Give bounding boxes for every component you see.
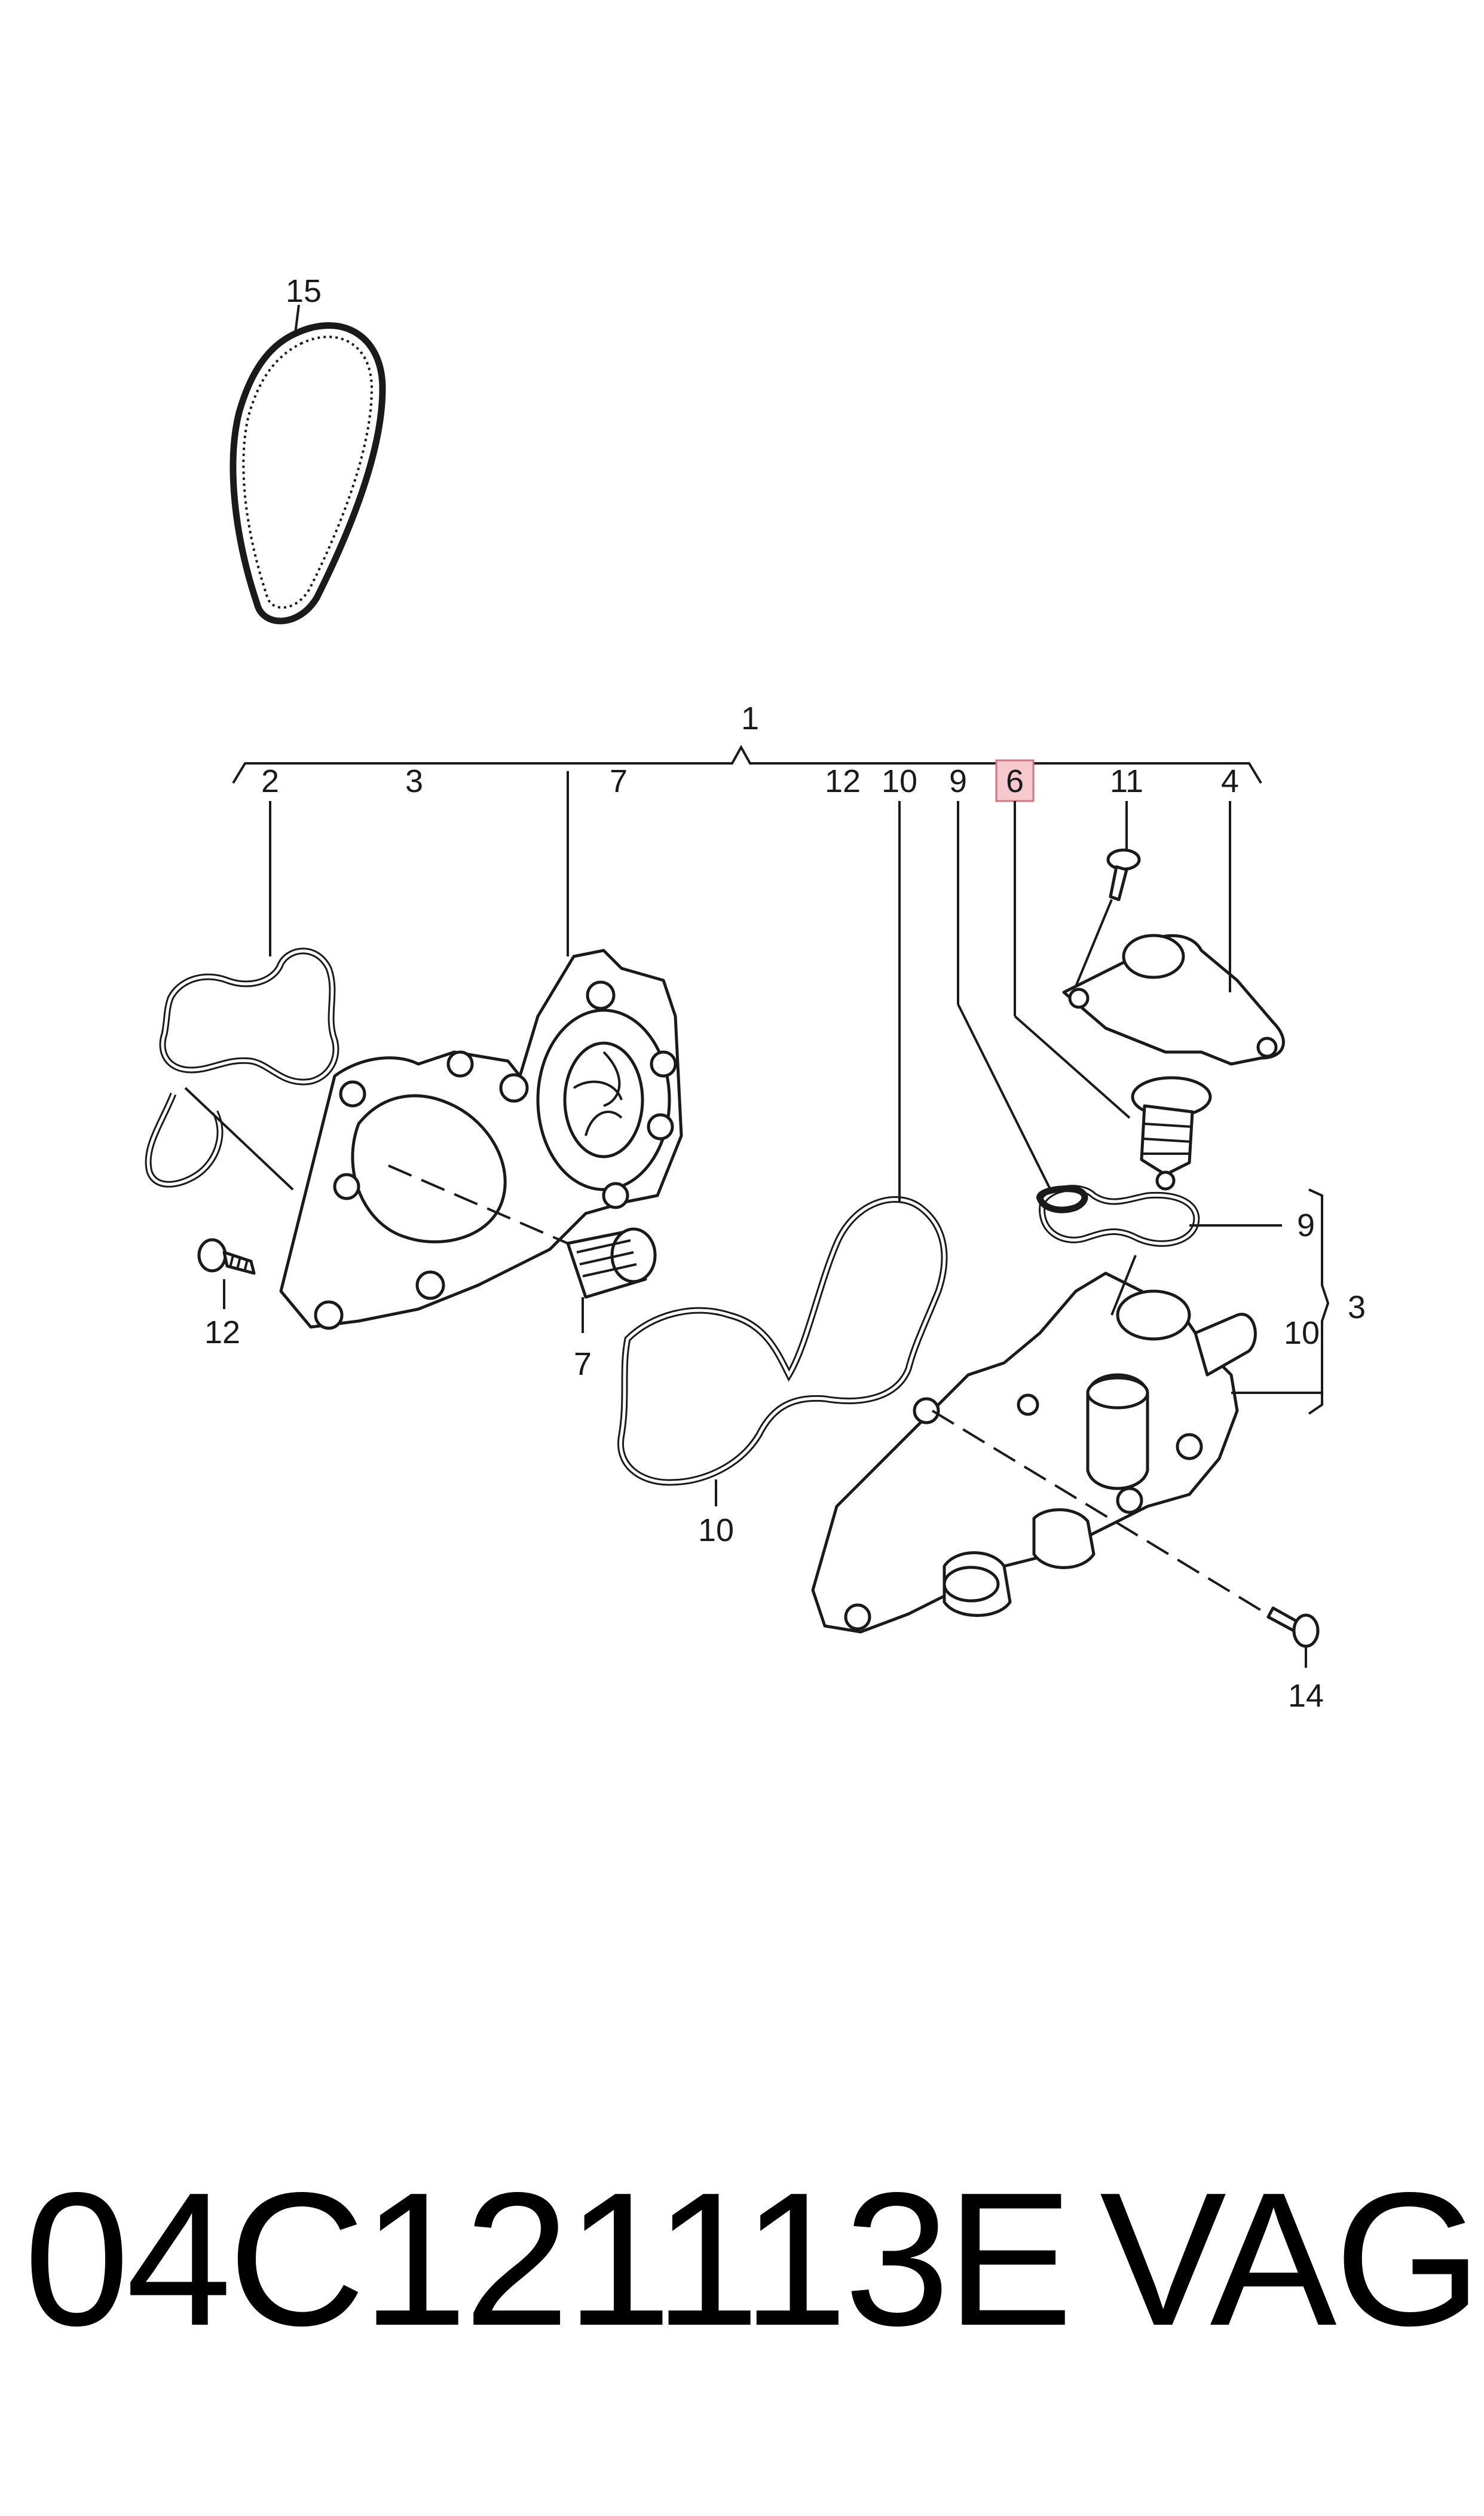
label-2: 2: [261, 763, 279, 799]
pump-gasket-left: [145, 947, 339, 1188]
screw-14: [1266, 1606, 1320, 1648]
leader-15: [294, 304, 300, 334]
label-1: 1: [741, 701, 759, 736]
label-11-top: 11: [1110, 763, 1143, 799]
thermostat-cover: [1062, 934, 1285, 1066]
label-12-top: 12: [825, 763, 861, 799]
label-6-highlighted: 6: [1006, 763, 1024, 799]
small-gasket-pair: [1039, 1185, 1200, 1247]
drain-plug: [566, 1227, 657, 1299]
leader-9-diag: [957, 1004, 1053, 1193]
brand-name: VAG: [1100, 2153, 1482, 2365]
assembly-bracket: [232, 744, 1262, 784]
label-9-right: 9: [1297, 1207, 1315, 1243]
toothed-belt: [230, 322, 386, 625]
label-15: 15: [286, 273, 322, 309]
thermostat: [1131, 1076, 1212, 1191]
small-gasket-front: [1036, 1185, 1088, 1213]
label-7-plug: 7: [574, 1346, 592, 1382]
part-number: 04C121113E: [24, 2153, 1073, 2365]
leader-11-axis: [1075, 899, 1113, 987]
label-7-top: 7: [610, 763, 628, 799]
footer: 04C121113E VAG: [24, 2152, 1482, 2367]
label-10-top: 10: [882, 763, 917, 799]
axis-line-right: [931, 1410, 1268, 1615]
label-10-right: 10: [1284, 1315, 1320, 1351]
label-14: 14: [1288, 1678, 1324, 1714]
leader-9-to-housing: [1110, 1255, 1137, 1316]
label-4-top: 4: [1221, 763, 1239, 799]
label-10-gasket: 10: [698, 1512, 734, 1548]
side-bracket-3: [1308, 1188, 1330, 1415]
bolt-12: [197, 1238, 256, 1275]
label-9-top: 9: [949, 763, 967, 799]
label-12-bolt: 12: [204, 1314, 240, 1350]
label-3-top: 3: [405, 763, 423, 799]
leader-6-diag: [1014, 1015, 1131, 1119]
large-gasket: [617, 1196, 948, 1486]
leader-3: [184, 1087, 294, 1191]
water-pump-housing: [279, 949, 683, 1330]
label-3-right: 3: [1348, 1289, 1366, 1325]
screw-11: [1106, 848, 1141, 901]
thermostat-housing: [811, 1271, 1257, 1634]
axis-line-left: [388, 1164, 568, 1245]
